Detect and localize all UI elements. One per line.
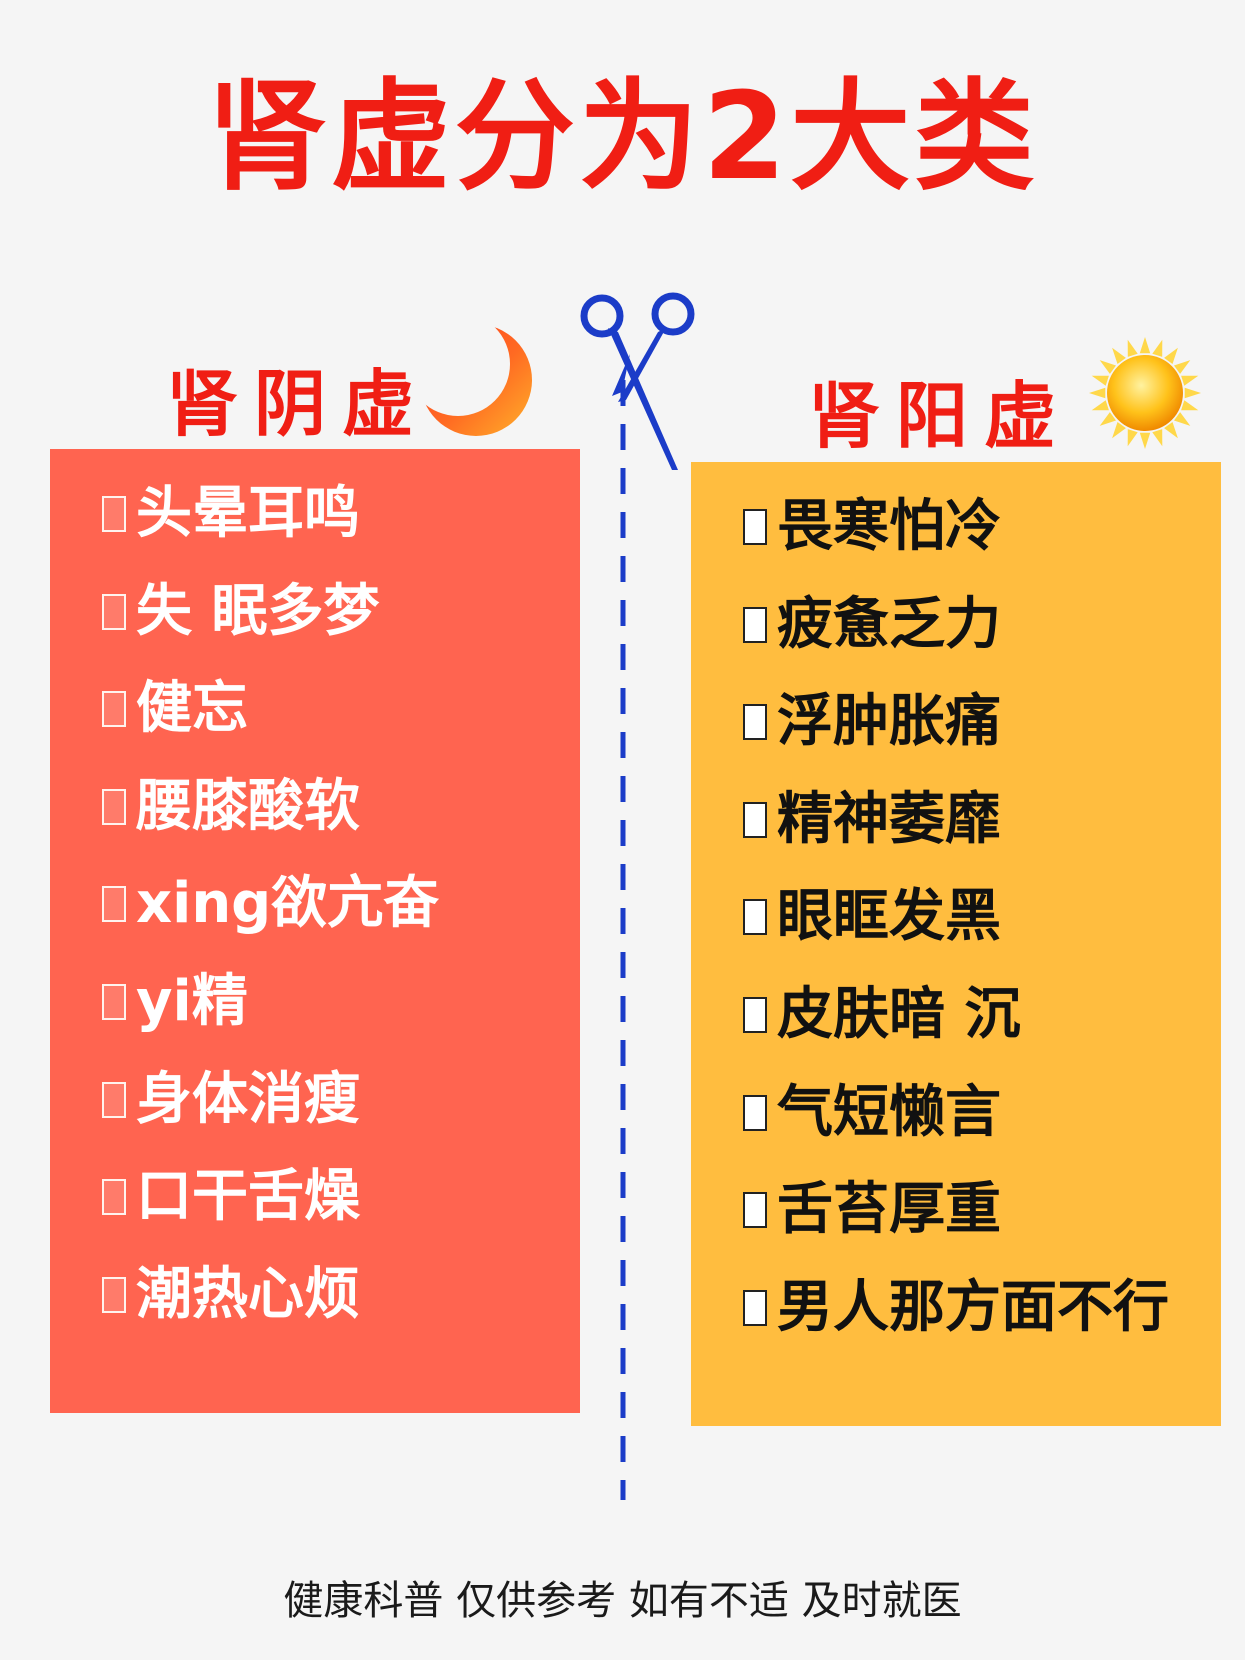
symptom-label: 口干舌燥 [136, 1164, 360, 1230]
yang-heading: 肾阳虚 [808, 374, 1073, 458]
symptom-label: yi精 [136, 969, 248, 1034]
symptom-label: 身体消瘦 [136, 1066, 360, 1132]
yin-symptom-item[interactable]: yi精 [102, 967, 248, 1037]
symptom-label: 气短懒言 [777, 1079, 1001, 1145]
yang-symptom-item[interactable]: 畏寒怕冷 [743, 492, 1001, 562]
yin-symptom-item[interactable]: xing欲亢奋 [102, 869, 439, 939]
symptom-label: 腰膝酸软 [136, 773, 360, 839]
symptom-label: 潮热心烦 [136, 1261, 360, 1327]
checkbox-icon[interactable] [102, 1276, 126, 1313]
yin-symptom-item[interactable]: 潮热心烦 [102, 1260, 360, 1330]
center-divider-line [620, 380, 626, 1500]
checkbox-icon[interactable] [102, 788, 126, 825]
symptom-label: 头晕耳鸣 [136, 481, 360, 546]
yin-symptom-item[interactable]: 腰膝酸软 [102, 772, 360, 842]
checkbox-icon[interactable] [102, 886, 126, 923]
yang-symptom-item[interactable]: 皮肤暗 沉 [743, 980, 1021, 1050]
checkbox-icon[interactable] [743, 801, 767, 838]
checkbox-icon[interactable] [743, 997, 767, 1033]
checkbox-icon[interactable] [743, 1192, 767, 1229]
symptom-label: 失 眠多梦 [136, 578, 380, 644]
symptom-label: 健忘 [136, 676, 248, 742]
checkbox-icon[interactable] [102, 984, 126, 1020]
crescent-moon-icon [420, 324, 532, 436]
yin-symptom-item[interactable]: 失 眠多梦 [102, 577, 380, 647]
symptom-label: xing欲亢奋 [136, 871, 440, 937]
checkbox-icon[interactable] [743, 704, 767, 741]
checkbox-icon[interactable] [102, 691, 126, 728]
sun-icon [1089, 337, 1201, 449]
checkbox-icon[interactable] [102, 496, 126, 532]
yang-symptom-item[interactable]: 精神萎靡 [743, 785, 1001, 855]
yin-symptom-item[interactable]: 健忘 [102, 674, 248, 744]
disclaimer-footer: 健康科普 仅供参考 如有不适 及时就医 [283, 1578, 962, 1624]
yin-symptom-item[interactable]: 身体消瘦 [102, 1065, 360, 1135]
yin-symptom-card: 头晕耳鸣失 眠多梦健忘腰膝酸软 xing欲亢奋 yi精身体消瘦口干舌燥潮热心烦 [50, 449, 580, 1413]
checkbox-icon[interactable] [102, 593, 126, 630]
scissors-icon [580, 292, 695, 470]
yang-symptom-item[interactable]: 浮肿胀痛 [743, 687, 1001, 757]
checkbox-icon[interactable] [102, 1179, 126, 1216]
checkbox-icon[interactable] [743, 899, 767, 936]
symptom-label: 浮肿胀痛 [777, 689, 1001, 755]
symptom-label: 畏寒怕冷 [777, 494, 1001, 559]
checkbox-icon[interactable] [743, 606, 767, 643]
yang-symptom-item[interactable]: 眼眶发黑 [743, 882, 1001, 952]
checkbox-icon[interactable] [102, 1081, 126, 1118]
yang-symptom-card: 畏寒怕冷疲惫乏力浮肿胀痛精神萎靡眼眶发黑皮肤暗 沉气短懒言舌苔厚重男人那方面不行 [691, 462, 1221, 1426]
yin-heading: 肾阴虚 [166, 362, 431, 446]
yang-symptom-item[interactable]: 男人那方面不行 [743, 1273, 1169, 1343]
symptom-label: 精神萎靡 [777, 786, 1001, 852]
symptom-label: 疲惫乏力 [777, 591, 1001, 657]
symptom-label: 男人那方面不行 [777, 1274, 1169, 1340]
yang-symptom-item[interactable]: 气短懒言 [743, 1078, 1001, 1148]
page-title: 肾虚分为2大类 [206, 68, 1039, 207]
yin-symptom-item[interactable]: 口干舌燥 [102, 1162, 360, 1232]
checkbox-icon[interactable] [743, 1289, 767, 1326]
yang-symptom-item[interactable]: 疲惫乏力 [743, 590, 1001, 660]
checkbox-icon[interactable] [743, 509, 767, 545]
checkbox-icon[interactable] [743, 1094, 767, 1131]
symptom-label: 眼眶发黑 [777, 884, 1001, 950]
yin-symptom-item[interactable]: 头晕耳鸣 [102, 479, 360, 549]
symptom-label: 皮肤暗 沉 [777, 982, 1021, 1047]
yang-symptom-item[interactable]: 舌苔厚重 [743, 1175, 1001, 1245]
symptom-label: 舌苔厚重 [777, 1177, 1001, 1243]
